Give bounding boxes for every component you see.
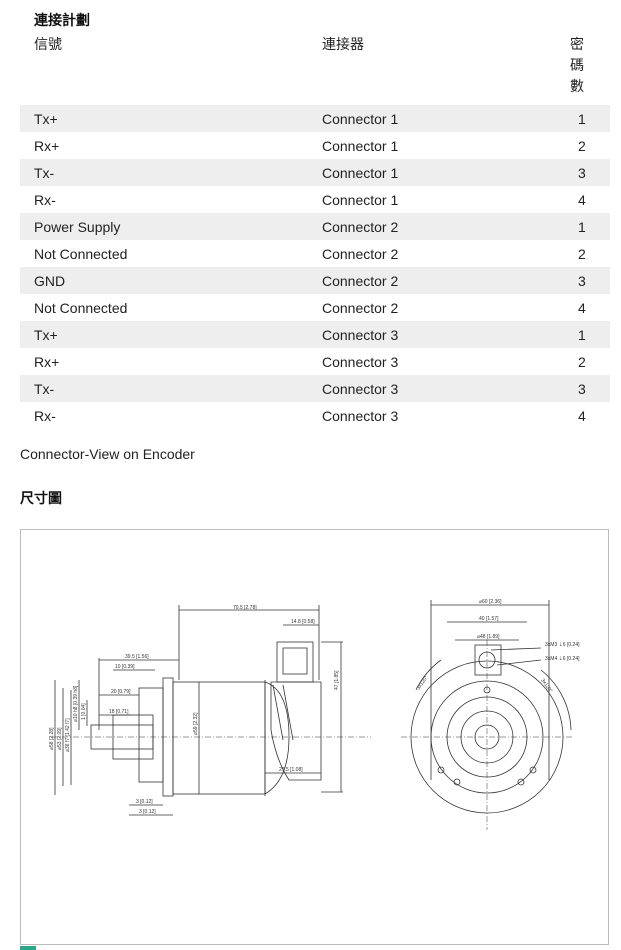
dim-front-d60: ⌀60 [2.36]	[479, 599, 502, 605]
table-row: Not Connected Connector 2 2	[20, 240, 610, 267]
dim-m4: 3xM4 ⇣6 [0.24]	[545, 656, 580, 662]
header-pin-count: 密 碼 數	[570, 36, 584, 94]
dim-d59: ⌀59 [2.32]	[193, 712, 199, 735]
header-signal: 信號	[34, 36, 62, 52]
table-row: Rx- Connector 1 4	[20, 186, 610, 213]
front-connector-shape	[474, 644, 502, 676]
pin-cell: 2	[578, 137, 586, 154]
connector-cell: Connector 1	[322, 191, 399, 208]
encoder-body-shape	[172, 681, 266, 795]
table-row: Rx+ Connector 3 2	[20, 348, 610, 375]
dim-shaft-b: 10 [0.39]	[115, 664, 135, 670]
dim-body-length: 27.5 [1.08]	[279, 767, 303, 773]
connector-cell: Connector 2	[322, 245, 399, 262]
pin-cell: 2	[578, 245, 586, 262]
signal-cell: Tx+	[20, 321, 308, 348]
signal-cell: Tx+	[20, 105, 308, 132]
dim-front-40: 40 [1.57]	[479, 616, 499, 622]
connection-plan-title: 連接計劃	[34, 12, 90, 28]
dim-height: 47 [1.85]	[334, 670, 340, 690]
dim-angle-a: 3x120°	[416, 675, 430, 691]
dim-m3: 3xM3 ⇣6 [0.24]	[545, 642, 580, 648]
pin-cell: 2	[578, 353, 586, 370]
table-header-row: 信號 連接器 密 碼 數	[20, 34, 610, 105]
connector-cell: Connector 1	[308, 159, 570, 186]
dim-front-d48: ⌀48 [1.89]	[477, 634, 500, 640]
dim-step-b: 3 [0.12]	[139, 809, 156, 815]
dimension-drawing: 70.5 [2.78] 14.8 [0.58] 39.5 [1.56] 10 […	[20, 529, 609, 945]
signal-cell: Rx-	[34, 407, 56, 424]
pin-cell: 1	[570, 321, 610, 348]
connector-cell: Connector 3	[308, 375, 570, 402]
signal-cell: Tx-	[20, 375, 308, 402]
signal-cell: Not Connected	[34, 245, 128, 262]
connector-cell: Connector 2	[308, 213, 570, 240]
dim-d36: ⌀36 f7 [1.42 f7]	[65, 718, 71, 752]
pin-cell: 1	[570, 213, 610, 240]
technical-drawing-svg: 70.5 [2.78] 14.8 [0.58] 39.5 [1.56] 10 […	[49, 599, 580, 830]
connector-cell: Connector 1	[322, 137, 399, 154]
pin-cell: 4	[578, 191, 586, 208]
dim-d58: ⌀58 [2.28]	[49, 727, 55, 750]
table-row: Rx+ Connector 1 2	[20, 132, 610, 159]
table-row: Rx- Connector 3 4	[20, 402, 610, 429]
pin-cell: 3	[570, 267, 610, 294]
connector-view-caption: Connector-View on Encoder	[20, 446, 195, 462]
dim-shaft-a: 39.5 [1.56]	[125, 654, 149, 660]
dim-d53: ⌀53 [2.09]	[57, 727, 63, 750]
connector-cell: Connector 2	[322, 299, 399, 316]
dim-d10: ⌀10 h8 [0.39 h8]	[73, 685, 79, 722]
dim-shaft-c: 20 [0.79]	[111, 689, 131, 695]
connector-cell: Connector 3	[322, 407, 399, 424]
connector-cell: Connector 3	[322, 353, 399, 370]
signal-cell: Rx+	[34, 137, 60, 154]
signal-cell: Rx+	[34, 353, 60, 370]
signal-cell: Tx-	[20, 159, 308, 186]
signal-cell: Rx-	[34, 191, 56, 208]
dim-d1: 1 [0.04]	[81, 703, 87, 720]
pin-cell: 3	[570, 375, 610, 402]
pin-cell: 4	[578, 299, 586, 316]
connector-cell: Connector 1	[308, 105, 570, 132]
header-connector: 連接器	[322, 36, 364, 52]
dim-connector-width: 14.8 [0.58]	[291, 619, 315, 625]
table-row: Not Connected Connector 2 4	[20, 294, 610, 321]
pin-cell: 3	[570, 159, 610, 186]
pin-cell: 4	[578, 407, 586, 424]
dimension-drawing-title: 尺寸圖	[20, 490, 62, 506]
signal-cell: Power Supply	[20, 213, 308, 240]
dim-step-a: 3 [0.12]	[136, 799, 153, 805]
connector-cell: Connector 3	[308, 321, 570, 348]
connector-cell: Connector 2	[308, 267, 570, 294]
accent-bar	[20, 946, 36, 950]
pin-cell: 1	[570, 105, 610, 132]
dim-shaft-d: 18 [0.71]	[109, 709, 129, 715]
dim-overall-length: 70.5 [2.78]	[233, 605, 257, 611]
signal-cell: Not Connected	[34, 299, 128, 316]
signal-cell: GND	[20, 267, 308, 294]
